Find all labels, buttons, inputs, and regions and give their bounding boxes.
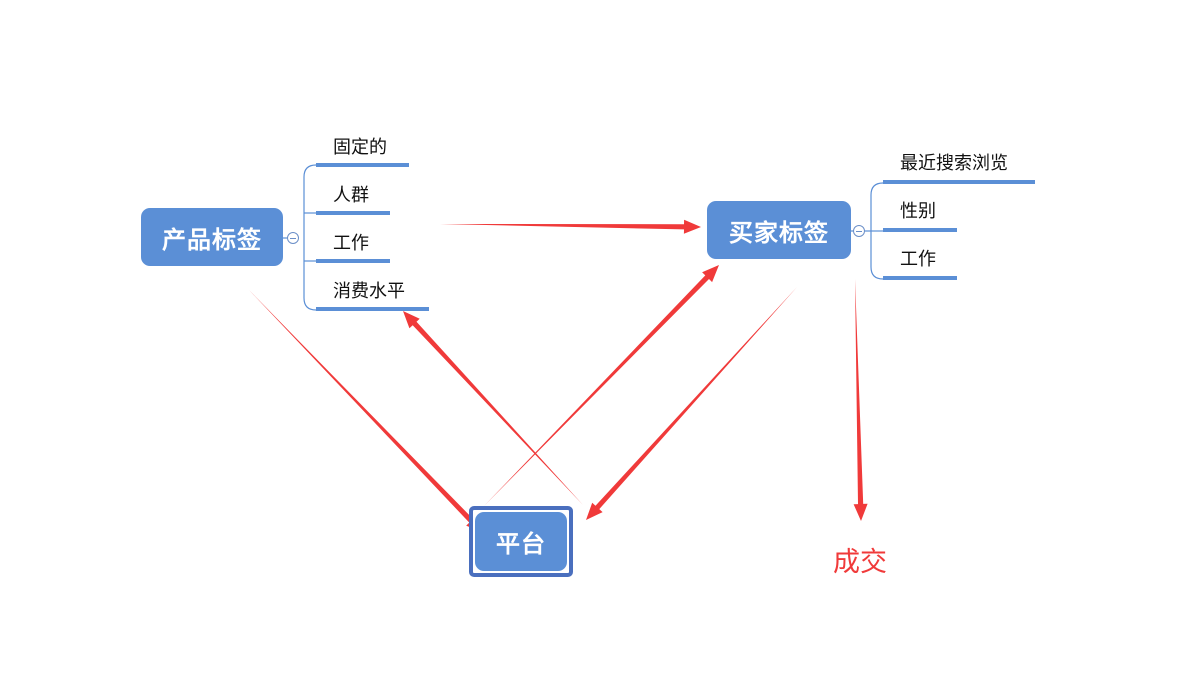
branch-underline xyxy=(883,180,1035,184)
branch-underline xyxy=(316,259,390,263)
branch-underline xyxy=(883,276,957,280)
branch-underline xyxy=(316,163,409,167)
branch-underline xyxy=(316,211,390,215)
buyer-branch-job[interactable]: 工作 xyxy=(900,249,936,270)
product-branch-connectors xyxy=(283,164,317,311)
product-branch-spending-level[interactable]: 消费水平 xyxy=(333,281,405,302)
platform-node[interactable]: 平台 xyxy=(475,512,567,571)
buyer-branch-recent-search[interactable]: 最近搜索浏览 xyxy=(900,153,1008,174)
product-tags-node[interactable]: 产品标签 xyxy=(141,208,283,266)
arrow-platform-to-buyer xyxy=(484,265,719,506)
product-branch-job[interactable]: 工作 xyxy=(333,233,369,254)
branch-underline xyxy=(883,228,957,232)
arrow-platform-to-spending xyxy=(403,311,583,505)
arrow-product-to-platform xyxy=(249,290,483,533)
arrow-buyer-to-deal xyxy=(853,279,868,521)
buyer-branch-connectors xyxy=(851,182,884,280)
product-branch-crowd[interactable]: 人群 xyxy=(333,185,369,206)
deal-label: 成交 xyxy=(833,547,887,578)
collapse-icon[interactable] xyxy=(853,225,865,237)
buyer-tags-node[interactable]: 买家标签 xyxy=(707,201,851,259)
arrow-product-to-buyer xyxy=(440,219,701,234)
branch-underline xyxy=(316,307,429,311)
product-branch-fixed[interactable]: 固定的 xyxy=(333,137,387,158)
arrow-layer xyxy=(249,219,868,533)
arrow-buyer-to-platform xyxy=(586,287,797,520)
buyer-branch-gender[interactable]: 性别 xyxy=(900,201,936,222)
collapse-icon[interactable] xyxy=(287,232,299,244)
